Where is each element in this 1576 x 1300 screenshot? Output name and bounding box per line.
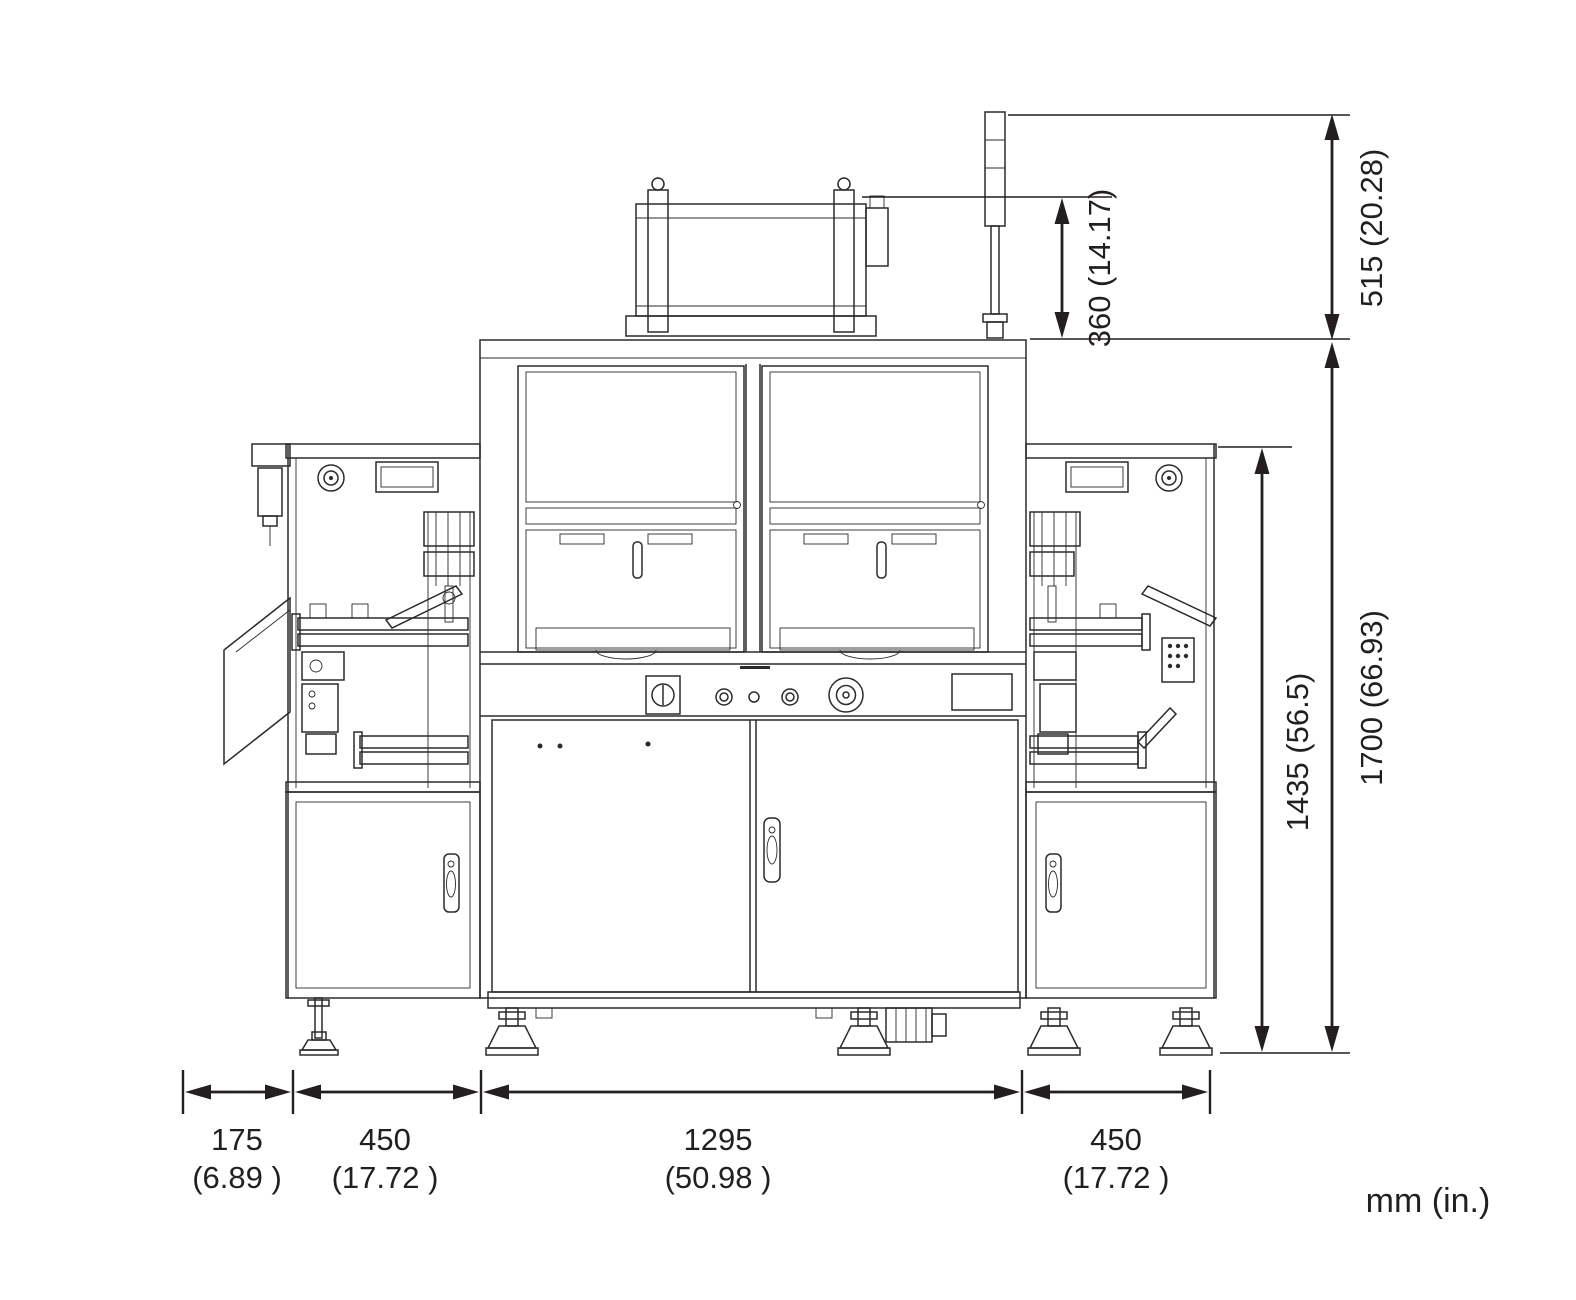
base-frame: [485, 991, 1021, 1056]
dim-overall-height: 1700 (66.93): [1220, 342, 1389, 1054]
left-mechanism-stack: [301, 651, 345, 755]
main-power-switch: [645, 675, 681, 715]
motor-unit: [885, 1007, 947, 1043]
panel-label-strip: [740, 666, 770, 669]
right-clamp-mechanism: [1029, 511, 1081, 788]
dim-label-175-in: (6.89 ): [192, 1160, 282, 1195]
right-connector-knob: [1155, 464, 1183, 492]
central-body: [479, 339, 1027, 1056]
dim-label-450r-mm: 450: [1090, 1122, 1142, 1157]
dim-main-body-width: 1295 (50.98 ): [483, 1084, 1020, 1195]
door-handle-center: [763, 817, 781, 883]
left-loader-module: [223, 443, 481, 1056]
left-lower-arm: [353, 731, 469, 769]
left-door-window: [517, 365, 745, 660]
dim-bottom-chain: 175 (6.89 ) 450 (17.72 ) 1295 (50.98 ) 4…: [181, 1070, 1212, 1195]
left-thin-foot: [299, 997, 339, 1056]
dim-label-450r-in: (17.72 ): [1063, 1160, 1170, 1195]
door-handle-right: [1045, 853, 1062, 913]
central-lower-doors: [491, 719, 1019, 993]
dim-label-1700: 1700 (66.93): [1354, 610, 1389, 786]
dim-label-175-mm: 175: [211, 1122, 263, 1157]
indicator-buttons: [715, 688, 799, 706]
dim-signal-tower-height: 515 (20.28): [1008, 114, 1389, 340]
dim-chute-width: 175 (6.89 ): [185, 1084, 291, 1195]
signal-tower-pole: [990, 225, 1000, 315]
leveling-foot: [1159, 1007, 1213, 1056]
dim-frame-height: 1435 (56.5): [1218, 446, 1315, 1052]
right-mechanism-stack: [1033, 651, 1077, 755]
right-button-panel: [1161, 637, 1195, 683]
dim-label-360: 360 (14.17): [1082, 189, 1117, 348]
right-door-window: [761, 365, 989, 660]
air-service-unit: [251, 443, 291, 546]
signal-tower: [982, 111, 1008, 339]
leveling-foot: [1027, 1007, 1081, 1056]
left-display-panel: [375, 461, 439, 493]
control-panel-band: [480, 651, 1026, 717]
dim-right-module-width: 450 (17.72 ): [1024, 1084, 1208, 1195]
units-label: mm (in.): [1366, 1182, 1491, 1220]
emergency-stop-button: [828, 677, 864, 713]
leveling-foot: [485, 1007, 539, 1056]
top-magazine-unit: [625, 177, 889, 337]
dim-label-1295-mm: 1295: [684, 1122, 753, 1157]
dim-magazine-height: 360 (14.17): [862, 189, 1117, 348]
left-lower-cabinet: [285, 791, 481, 999]
outfeed-chute: [223, 596, 291, 766]
dim-label-1295-in: (50.98 ): [665, 1160, 772, 1195]
leveling-foot: [837, 1007, 891, 1056]
dim-label-450l-mm: 450: [359, 1122, 411, 1157]
left-connector-knob: [317, 464, 345, 492]
left-clamp-mechanism: [423, 511, 475, 788]
left-conveyor-arm: [291, 585, 469, 651]
dim-label-1435: 1435 (56.5): [1280, 673, 1315, 832]
name-plate: [951, 673, 1013, 711]
dim-label-450l-in: (17.72 ): [332, 1160, 439, 1195]
door-handle-left: [443, 853, 460, 913]
right-unloader-module: [1025, 443, 1218, 1056]
right-lower-arm: [1029, 706, 1178, 769]
right-lower-cabinet: [1025, 791, 1217, 999]
dim-label-515: 515 (20.28): [1354, 149, 1389, 308]
right-display-panel: [1065, 461, 1129, 493]
right-conveyor-arm: [1029, 585, 1218, 651]
dim-left-module-width: 450 (17.72 ): [295, 1084, 479, 1195]
side-attachment: [865, 207, 889, 267]
